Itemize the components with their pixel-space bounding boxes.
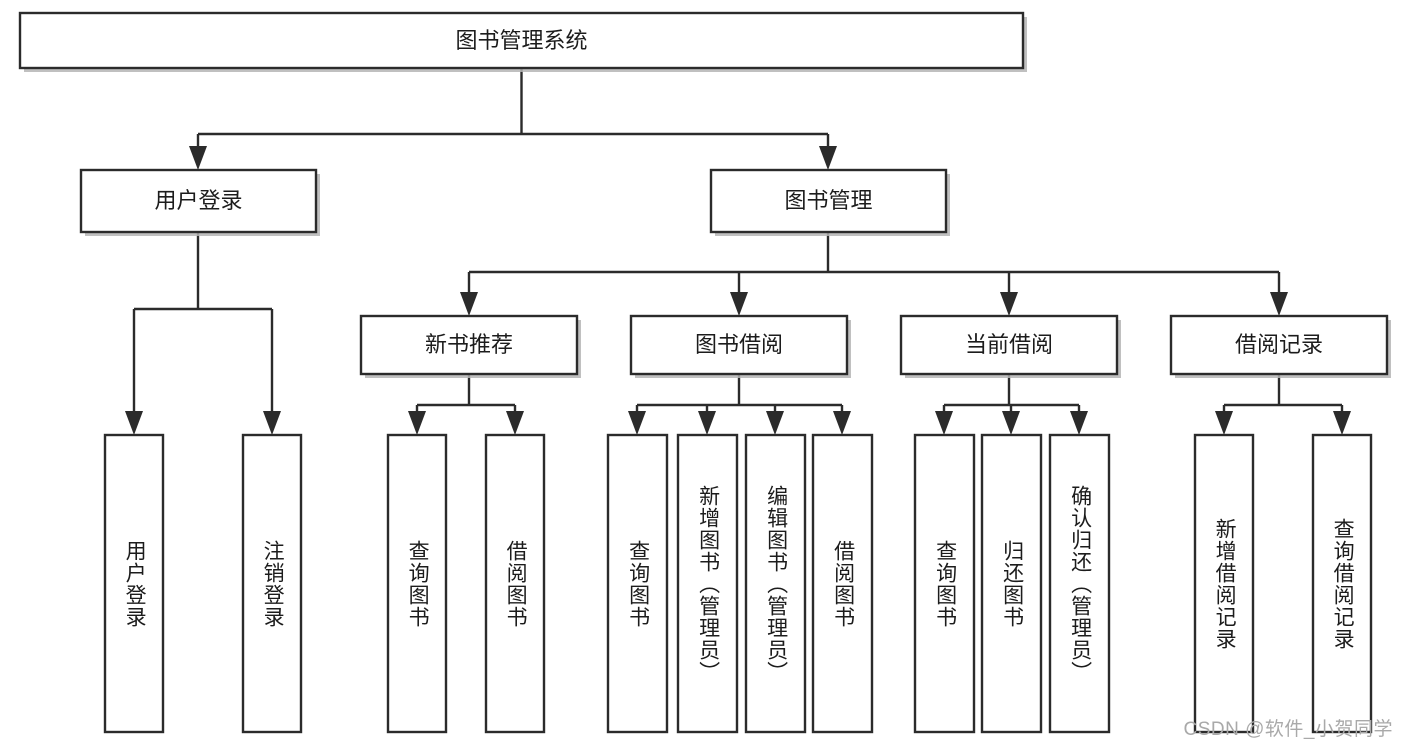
arrowhead-borrow-add	[698, 411, 716, 435]
arrowhead-user-logout	[263, 411, 281, 435]
level3-label-borrow: 图书借阅	[695, 332, 783, 357]
arrowhead-login	[189, 146, 207, 170]
level3-node-box-newbook[interactable]	[359, 314, 579, 376]
leaf-node-box[interactable]	[913, 433, 976, 734]
arrowhead-current-borrow	[1000, 292, 1018, 316]
leaf-node-box[interactable]	[103, 433, 165, 734]
arrowhead-borrow-query	[628, 411, 646, 435]
root-node-box[interactable]	[18, 11, 1025, 70]
leaf-node-box[interactable]	[241, 433, 303, 734]
level3-node-box-borrow[interactable]	[629, 314, 849, 376]
leaf-node-box[interactable]	[1311, 433, 1373, 734]
level3-node-box-record[interactable]	[1169, 314, 1389, 376]
arrowhead-borrow-edit	[766, 411, 784, 435]
leaf-node-box[interactable]	[484, 433, 546, 734]
arrowhead-newbook-query	[408, 411, 426, 435]
leaf-node-box[interactable]	[980, 433, 1043, 734]
arrowhead-record-query	[1333, 411, 1351, 435]
root-node-label: 图书管理系统	[455, 28, 587, 53]
arrowhead-newbook-borrow	[506, 411, 524, 435]
csdn-watermark: CSDN @软件_小贺同学	[1183, 719, 1393, 740]
arrowhead-current-return	[1002, 411, 1020, 435]
arrowhead-user-login	[125, 411, 143, 435]
level3-label-newbook: 新书推荐	[425, 332, 513, 357]
leaf-node-box[interactable]	[1048, 433, 1111, 734]
arrowhead-record-add	[1215, 411, 1233, 435]
leaf-node-box[interactable]	[811, 433, 874, 734]
leaf-node-box[interactable]	[386, 433, 448, 734]
leaf-node-box[interactable]	[676, 433, 739, 734]
arrowhead-borrow-record	[1270, 292, 1288, 316]
level3-node-box-current[interactable]	[899, 314, 1119, 376]
level3-label-record: 借阅记录	[1235, 332, 1323, 357]
arrowhead-bookmgmt	[819, 146, 837, 170]
level2-node-box-bookmgmt[interactable]	[709, 168, 948, 234]
level2-label-bookmgmt: 图书管理	[784, 188, 872, 213]
arrowhead-new-book	[460, 292, 478, 316]
leaf-node-box[interactable]	[744, 433, 807, 734]
level3-label-current: 当前借阅	[965, 332, 1053, 357]
connector-layer	[125, 68, 1351, 435]
node-layer: 图书管理系统 用户登录 图书管理 新书推荐 图书借阅 当前借阅 借阅记录	[18, 11, 1391, 734]
leaf-node-box[interactable]	[1193, 433, 1255, 734]
level2-node-box-login[interactable]	[79, 168, 318, 234]
leaf-node-box[interactable]	[606, 433, 669, 734]
arrowhead-borrow-lend	[833, 411, 851, 435]
arrowhead-current-query	[935, 411, 953, 435]
level2-label-login: 用户登录	[154, 188, 242, 213]
arrowhead-book-borrow	[730, 292, 748, 316]
arrowhead-current-confirm	[1070, 411, 1088, 435]
